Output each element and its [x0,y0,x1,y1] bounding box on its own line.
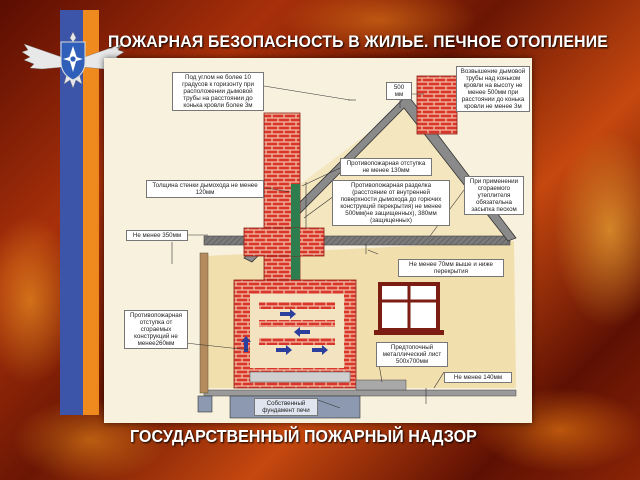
fire-cutting [243,227,325,257]
label-angle-note: Под углом не более 10 градусов к горизон… [172,72,264,111]
floor-slab [203,389,517,397]
label-setback-130: Противопожарная отступка не менее 130мм [340,158,432,176]
label-setback-260: Противопожарная отступка от сгораемых ко… [124,310,188,349]
orange-stripe [83,10,99,415]
label-chimney-rise: Возвышение дымовой трубы над коньком кро… [456,66,530,112]
pre-furnace-sheet [355,379,407,391]
poster-footer: ГОСУДАРСТВЕННЫЙ ПОЖАРНЫЙ НАДЗОР [130,426,477,446]
roof-chimney [416,75,458,135]
label-min-70: Не менее 70мм выше и ниже перекрытия [398,259,504,277]
label-wall-120: Толщина стенки дымохода не менее 120мм [146,180,264,198]
label-min-140: Не менее 140мм [444,372,512,383]
diagram-panel: Под углом не более 10 градусов к горизон… [104,58,532,423]
poster-title: ПОЖАРНАЯ БЕЗОПАСНОСТЬ В ЖИЛЬЕ. ПЕЧНОЕ ОТ… [108,32,609,51]
window [374,282,444,335]
left-wall-post [199,252,209,394]
label-pre-furnace: Предтопочный металлический лист 500х700м… [376,342,448,367]
blue-stripe [60,10,83,415]
emergency-eagle-emblem [21,31,125,89]
label-fire-cutting: Противопожарная разделка (расстояние от … [332,180,450,226]
label-min-350: Не менее 350мм [126,230,188,241]
label-height-500: 500 мм [386,82,412,100]
label-sand-filling: При применении сгораемого утеплителя обя… [464,176,524,215]
label-foundation: Собственный фундамент печи [254,398,318,416]
stove [233,279,357,389]
